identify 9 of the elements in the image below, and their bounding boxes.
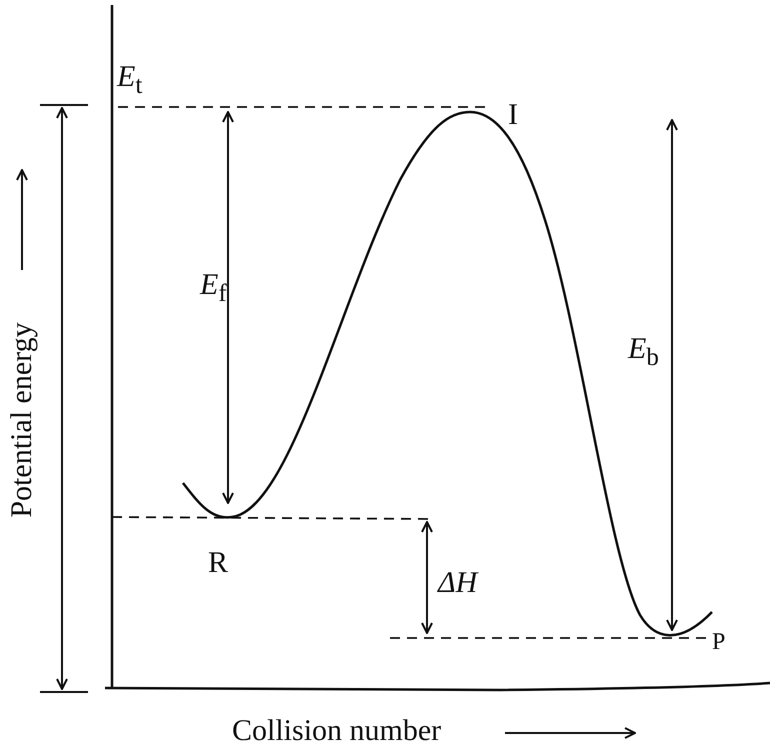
point-label: R [208,548,228,578]
energy-label: E$_{b}$ [628,334,659,370]
axis-title: Collision number [232,716,442,746]
axis-title: Potential energy [7,321,37,520]
point-label: I [508,100,518,130]
energy-label: ΔH [438,568,478,598]
point-label: P [712,630,726,654]
energy-label: E$_{f}$ [200,270,227,306]
energy-level-label: E$_{t}$ [117,62,142,98]
